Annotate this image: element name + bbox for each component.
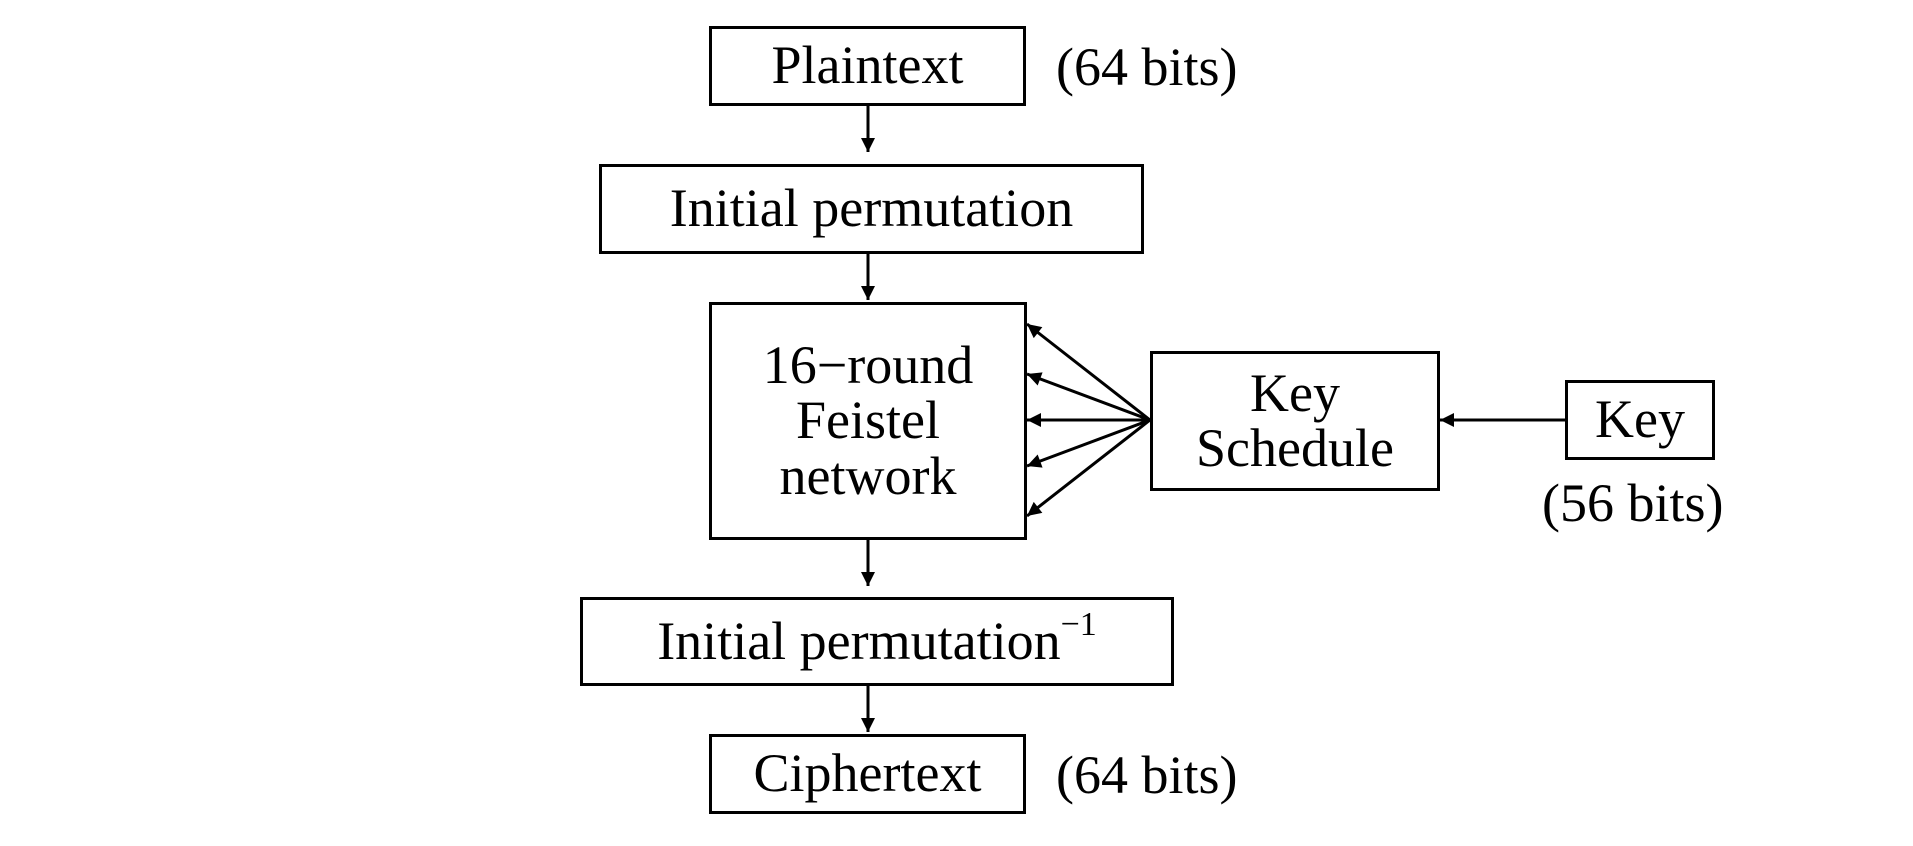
ciphertext-label: Ciphertext: [753, 743, 982, 804]
plaintext-size-note: (64 bits): [1056, 37, 1238, 97]
subkey-arrow-4: [1026, 418, 1151, 468]
feistel-line-2: Feistel: [796, 390, 940, 451]
key-size-note: (56 bits): [1542, 473, 1724, 533]
subkey-arrow-2: [1026, 372, 1151, 422]
inverse-permutation-box: Initial permutation−1: [580, 597, 1174, 686]
key-box: Key: [1565, 380, 1715, 460]
subkey-arrow-1: [1026, 322, 1151, 422]
key-label: Key: [1595, 389, 1685, 450]
feistel-line-1: 16−round: [762, 335, 974, 396]
key-schedule-line-2: Schedule: [1196, 418, 1394, 478]
key-schedule-line-1: Key: [1250, 362, 1340, 423]
inverse-permutation-text: Initial permutation−1: [657, 607, 1097, 671]
key-schedule-box: Key Schedule: [1150, 351, 1440, 491]
inverse-superscript: −1: [1060, 605, 1097, 643]
ciphertext-box: Ciphertext: [709, 734, 1026, 814]
ciphertext-size-note: (64 bits): [1056, 745, 1238, 805]
inverse-permutation-label: Initial permutation: [657, 610, 1061, 671]
plaintext-box: Plaintext: [709, 26, 1026, 106]
feistel-network-box: 16−round Feistel network: [709, 302, 1027, 540]
plaintext-label: Plaintext: [771, 35, 964, 96]
initial-permutation-label: Initial permutation: [669, 178, 1074, 239]
feistel-line-3: network: [779, 445, 957, 506]
subkey-arrow-5: [1026, 418, 1151, 518]
initial-permutation-box: Initial permutation: [599, 164, 1144, 254]
